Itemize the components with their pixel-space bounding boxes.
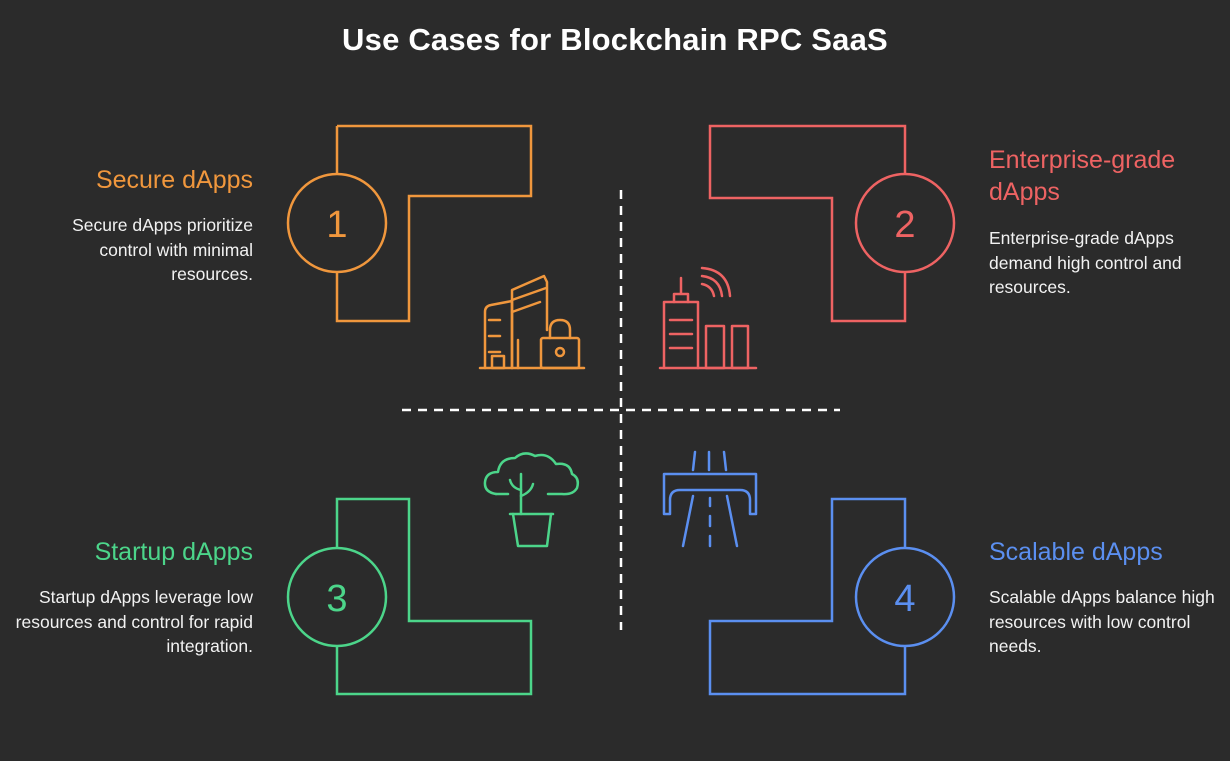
quadrant-4-shape (708, 497, 956, 696)
quadrant-2-number: 2 (894, 204, 915, 246)
quadrant-3-shape (286, 497, 533, 696)
quadrant-1-shape (286, 124, 533, 323)
quadrant-4-description: Scalable dApps balance high resources wi… (989, 587, 1215, 656)
quadrant-2-circle (854, 172, 956, 274)
buildings-lock-icon (478, 274, 586, 370)
quadrant-1-number: 1 (326, 204, 347, 246)
potted-plant-icon (483, 452, 580, 548)
quadrant-3-description: Startup dApps leverage low resources and… (15, 587, 253, 656)
page-title: Use Cases for Blockchain RPC SaaS (342, 22, 888, 57)
quadrant-3-circle (286, 546, 388, 648)
quadrant-4-number: 4 (894, 578, 915, 620)
quadrant-4-circle (854, 546, 956, 648)
quadrant-2-description: Enterprise-grade dApps demand high contr… (989, 228, 1182, 297)
highway-overpass-icon (662, 450, 758, 548)
quadrant-3-number: 3 (326, 578, 347, 620)
quadrant-1-circle (286, 172, 388, 274)
skyscraper-signal-icon (658, 266, 758, 370)
quadrant-2-shape (708, 124, 956, 323)
quadrant-1-description: Secure dApps prioritize control with min… (72, 215, 253, 284)
quadrant-3-title: Startup dApps (94, 538, 253, 566)
quadrant-2-title: Enterprise-grade dApps (989, 146, 1176, 206)
quadrant-1-title: Secure dApps (95, 166, 253, 194)
quadrant-4-title: Scalable dApps (989, 538, 1163, 566)
